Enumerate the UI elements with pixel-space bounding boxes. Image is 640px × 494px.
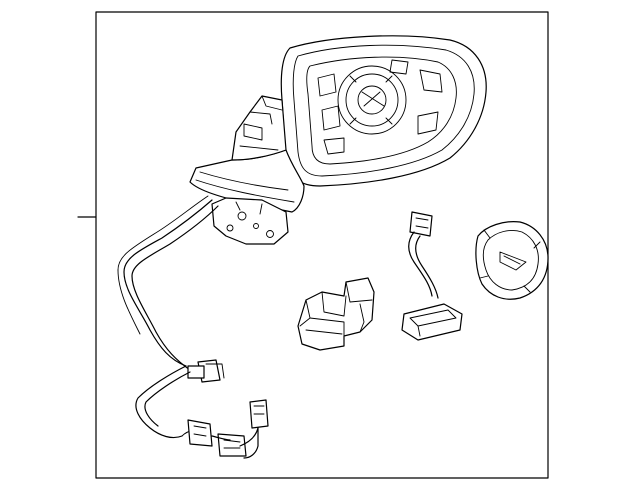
- actuator-motor[interactable]: [297, 277, 375, 351]
- diagram-frame: [77, 11, 549, 479]
- mirror-glass-backing[interactable]: [475, 221, 549, 300]
- mirror-assembly[interactable]: [189, 35, 487, 245]
- turn-signal-lamp[interactable]: [401, 211, 463, 341]
- wiring-harness[interactable]: [117, 195, 269, 459]
